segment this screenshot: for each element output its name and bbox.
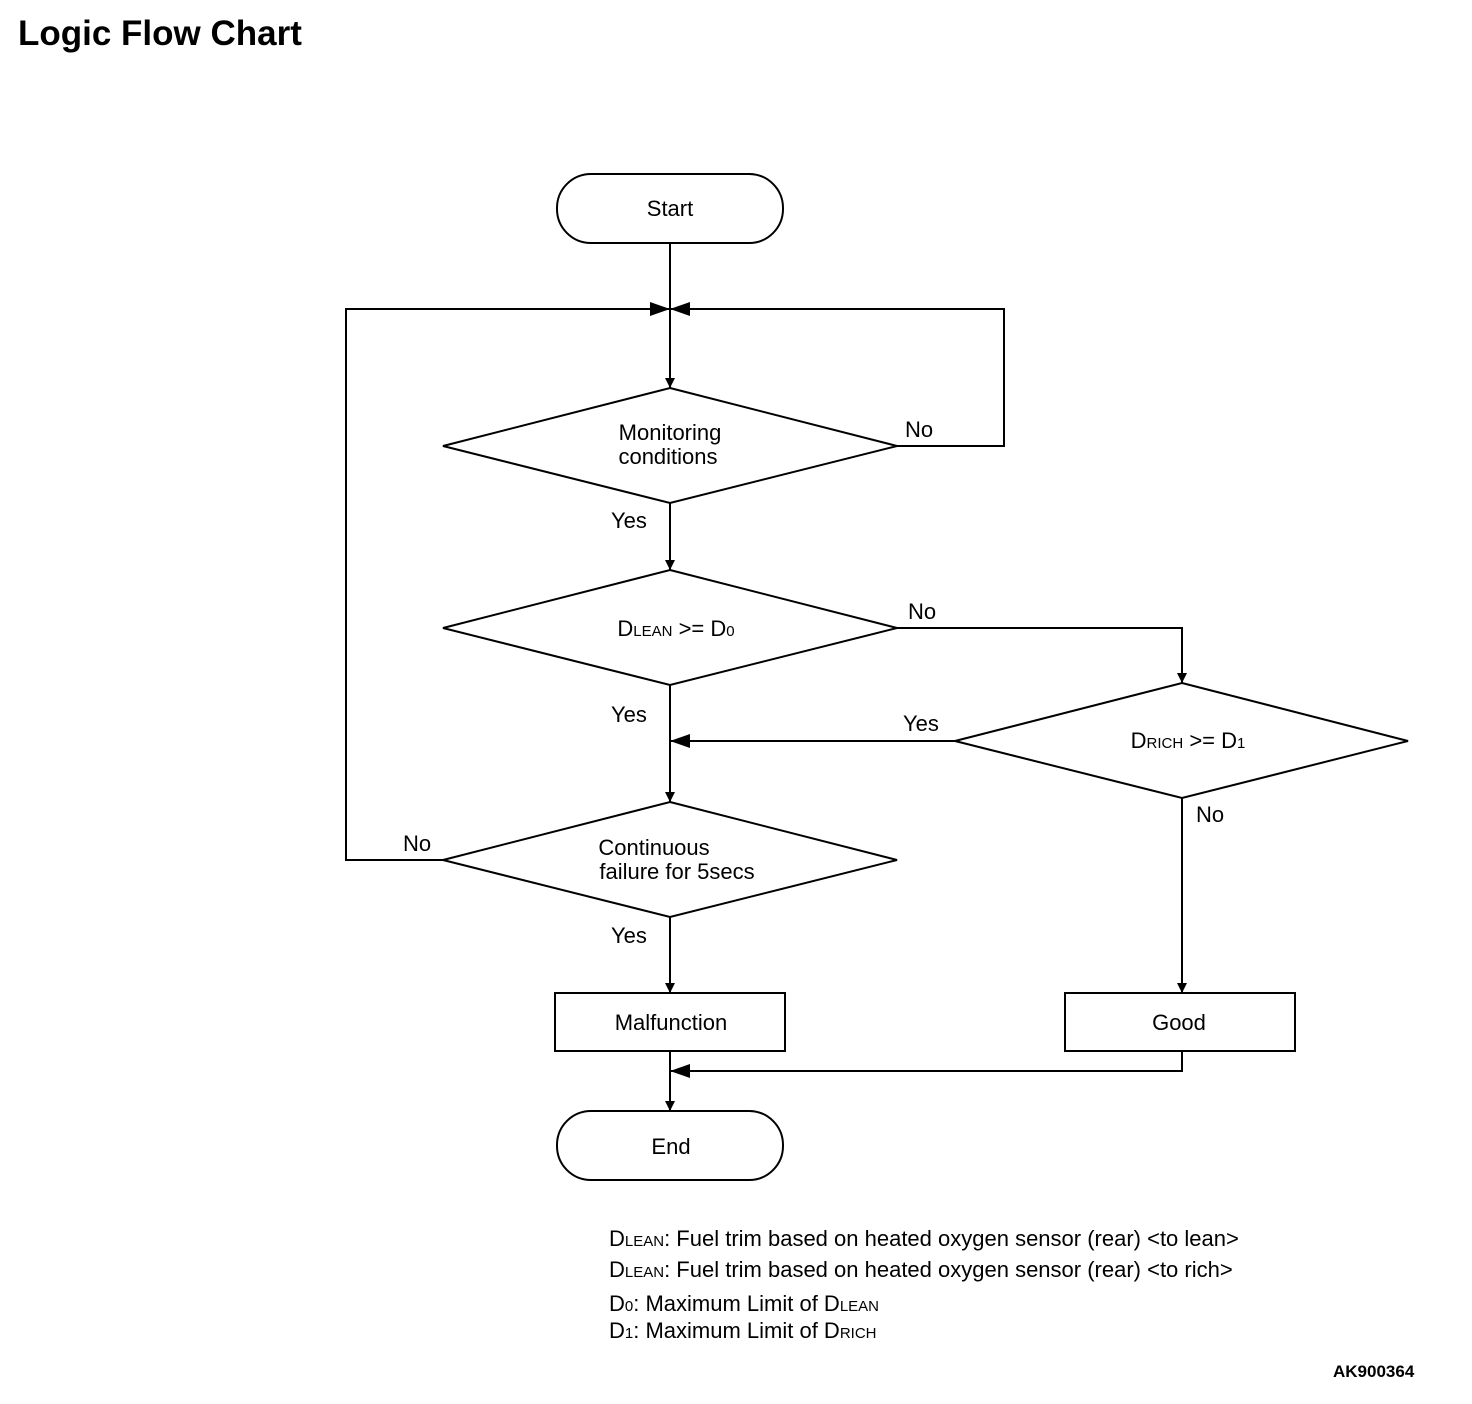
end-label: End xyxy=(651,1134,690,1159)
continuous-label-line1: Continuous xyxy=(598,835,709,860)
continuous-yes-label: Yes xyxy=(611,923,647,948)
legend-text-sub: RICH xyxy=(839,1325,877,1342)
drich-yes-label: Yes xyxy=(903,711,939,736)
legend-item-d0: D0: Maximum Limit of DLEAN xyxy=(609,1291,879,1320)
legend-symbol-sub: 1 xyxy=(624,1325,634,1342)
connector-monitoring-no-loop xyxy=(670,302,1005,447)
good-box xyxy=(1064,992,1296,1052)
legend-item-dlean-rich: DLEAN: Fuel trim based on heated oxygen … xyxy=(609,1257,1233,1286)
continuous-no-label: No xyxy=(403,831,431,856)
continuous-label-line2: failure for 5secs xyxy=(599,859,754,884)
page-title: Logic Flow Chart xyxy=(18,14,302,53)
start-label: Start xyxy=(647,196,693,221)
legend-symbol-sub: LEAN xyxy=(624,1264,665,1281)
legend-text: : Maximum Limit of D xyxy=(633,1291,840,1316)
legend-symbol: D xyxy=(609,1318,625,1343)
monitoring-label-line2: conditions xyxy=(618,444,717,469)
legend-text-sub: LEAN xyxy=(839,1298,880,1315)
malfunction-label: Malfunction xyxy=(615,1010,728,1035)
monitoring-label-line1: Monitoring xyxy=(619,420,722,445)
legend-text: : Fuel trim based on heated oxygen senso… xyxy=(664,1257,1233,1282)
connector-dlean-no xyxy=(897,627,1187,683)
legend-symbol: D xyxy=(609,1226,625,1251)
legend-item-dlean-lean: DLEAN: Fuel trim based on heated oxygen … xyxy=(609,1226,1239,1255)
dlean-yes-label: Yes xyxy=(611,702,647,727)
legend-item-d1: D1: Maximum Limit of DRICH xyxy=(609,1318,877,1347)
dlean-no-label: No xyxy=(908,599,936,624)
dlean-condition-label: DLEAN >= D0 xyxy=(617,616,734,641)
legend-symbol-sub: LEAN xyxy=(624,1233,665,1250)
good-label: Good xyxy=(1152,1010,1206,1035)
legend-text: : Maximum Limit of D xyxy=(633,1318,840,1343)
legend-text: : Fuel trim based on heated oxygen senso… xyxy=(664,1226,1239,1251)
monitoring-no-label: No xyxy=(905,417,933,442)
monitoring-yes-label: Yes xyxy=(611,508,647,533)
legend-symbol: D xyxy=(609,1291,625,1316)
drich-no-label: No xyxy=(1196,802,1224,827)
drich-condition-label: DRICH >= D1 xyxy=(1131,728,1246,753)
legend-symbol: D xyxy=(609,1257,625,1282)
connector-continuous-no-loop xyxy=(345,302,670,861)
legend-symbol-sub: 0 xyxy=(624,1298,634,1315)
connector-good-to-end xyxy=(670,1051,1183,1078)
figure-code: AK900364 xyxy=(1333,1362,1415,1381)
